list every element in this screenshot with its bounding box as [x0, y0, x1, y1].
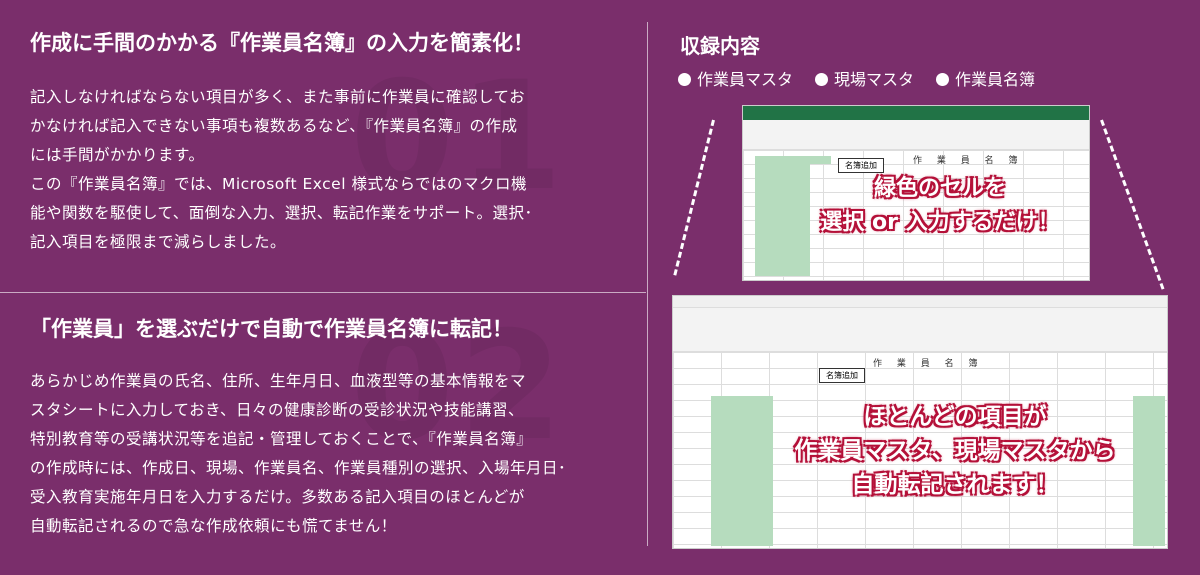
excel-titlebar: [743, 106, 1089, 120]
background-number-02: 02: [350, 300, 567, 474]
vertical-divider: [647, 22, 648, 546]
text-line: の作成時には、作成日、現場、作業員名、作業員種別の選択、入場年月日･: [30, 459, 567, 478]
excel-screenshot-small: 名簿追加 作 業 員 名 簿: [742, 105, 1090, 281]
section-1: 作成に手間のかかる『作業員名簿』の入力を簡素化！ 記入しなければならない項目が多…: [30, 30, 630, 257]
background-number-01: 01: [350, 50, 567, 224]
green-input-cells: [711, 396, 773, 546]
text-line: には手間がかかります。: [30, 146, 205, 165]
sheet-title: 作 業 員 名 簿: [913, 156, 1024, 166]
callout-auto-transfer: ほとんどの項目が 作業員マスタ、現場マスタから 自動転記されます！: [794, 404, 1116, 498]
callout-green-cells: 緑色のセルを 選択 or 入力するだけ！: [820, 176, 1060, 235]
excel-ribbon: [743, 120, 1089, 150]
contents-title: 収録内容: [680, 34, 760, 58]
text-line: 自動転記されるので急な作成依頼にも慌てません！: [30, 517, 397, 536]
green-input-cells: [761, 156, 831, 164]
text-line: 記入項目を極限まで減らしました。: [30, 233, 287, 252]
text-line: スタシートに入力しておき、日々の健康診断の受診状況や技能講習、: [30, 401, 524, 420]
perspective-line-right: [1100, 119, 1165, 290]
bullet-icon: [678, 73, 691, 86]
text-line: この『作業員名簿』では、Microsoft Excel 様式ならではのマクロ機: [30, 175, 527, 194]
text-line: 受入教育実施年月日を入力するだけ。多数ある記入項目のほとんどが: [30, 488, 525, 507]
text-line: 記入しなければならない項目が多く、また事前に作業員に確認してお: [30, 88, 526, 107]
excel-ribbon: [673, 308, 1167, 352]
contents-item: 作業員名簿: [936, 66, 1035, 90]
green-input-cells: [755, 156, 810, 276]
contents-item: 現場マスタ: [815, 66, 914, 90]
excel-titlebar: [673, 296, 1167, 308]
section-2-body: あらかじめ作業員の氏名、住所、生年月日、血液型等の基本情報をマ スタシートに入力…: [30, 367, 630, 541]
section-2-title: 「作業員」を選ぶだけで自動で作業員名簿に転記！: [30, 317, 513, 341]
text-line: あらかじめ作業員の氏名、住所、生年月日、血液型等の基本情報をマ: [30, 372, 527, 391]
horizontal-divider: [0, 292, 646, 293]
sheet-title: 作 業 員 名 簿: [873, 359, 984, 369]
text-line: 能や関数を駆使して、面倒な入力、選択、転記作業をサポート。選択･: [30, 204, 533, 223]
bullet-icon: [936, 73, 950, 86]
bullet-icon: [815, 73, 829, 86]
section-1-title: 作成に手間のかかる『作業員名簿』の入力を簡素化！: [30, 31, 534, 55]
perspective-line-left: [673, 119, 715, 276]
add-roster-button[interactable]: 名簿追加: [838, 158, 884, 173]
section-2: 「作業員」を選ぶだけで自動で作業員名簿に転記！ あらかじめ作業員の氏名、住所、生…: [30, 316, 630, 541]
excel-screenshot-large: 名簿追加 作 業 員 名 簿: [672, 295, 1168, 549]
text-line: 特別教育等の受講状況等を追記・管理しておくことで、『作業員名簿』: [30, 430, 533, 449]
text-line: かなければ記入できない事項も複数あるなど、『作業員名簿』の作成: [30, 117, 518, 136]
green-input-cells: [1133, 396, 1165, 546]
add-roster-button[interactable]: 名簿追加: [819, 368, 865, 383]
contents-item: 作業員マスタ: [678, 66, 793, 90]
contents-list: 作業員マスタ 現場マスタ 作業員名簿: [678, 66, 1035, 90]
section-1-body: 記入しなければならない項目が多く、また事前に作業員に確認してお かなければ記入で…: [30, 83, 630, 257]
